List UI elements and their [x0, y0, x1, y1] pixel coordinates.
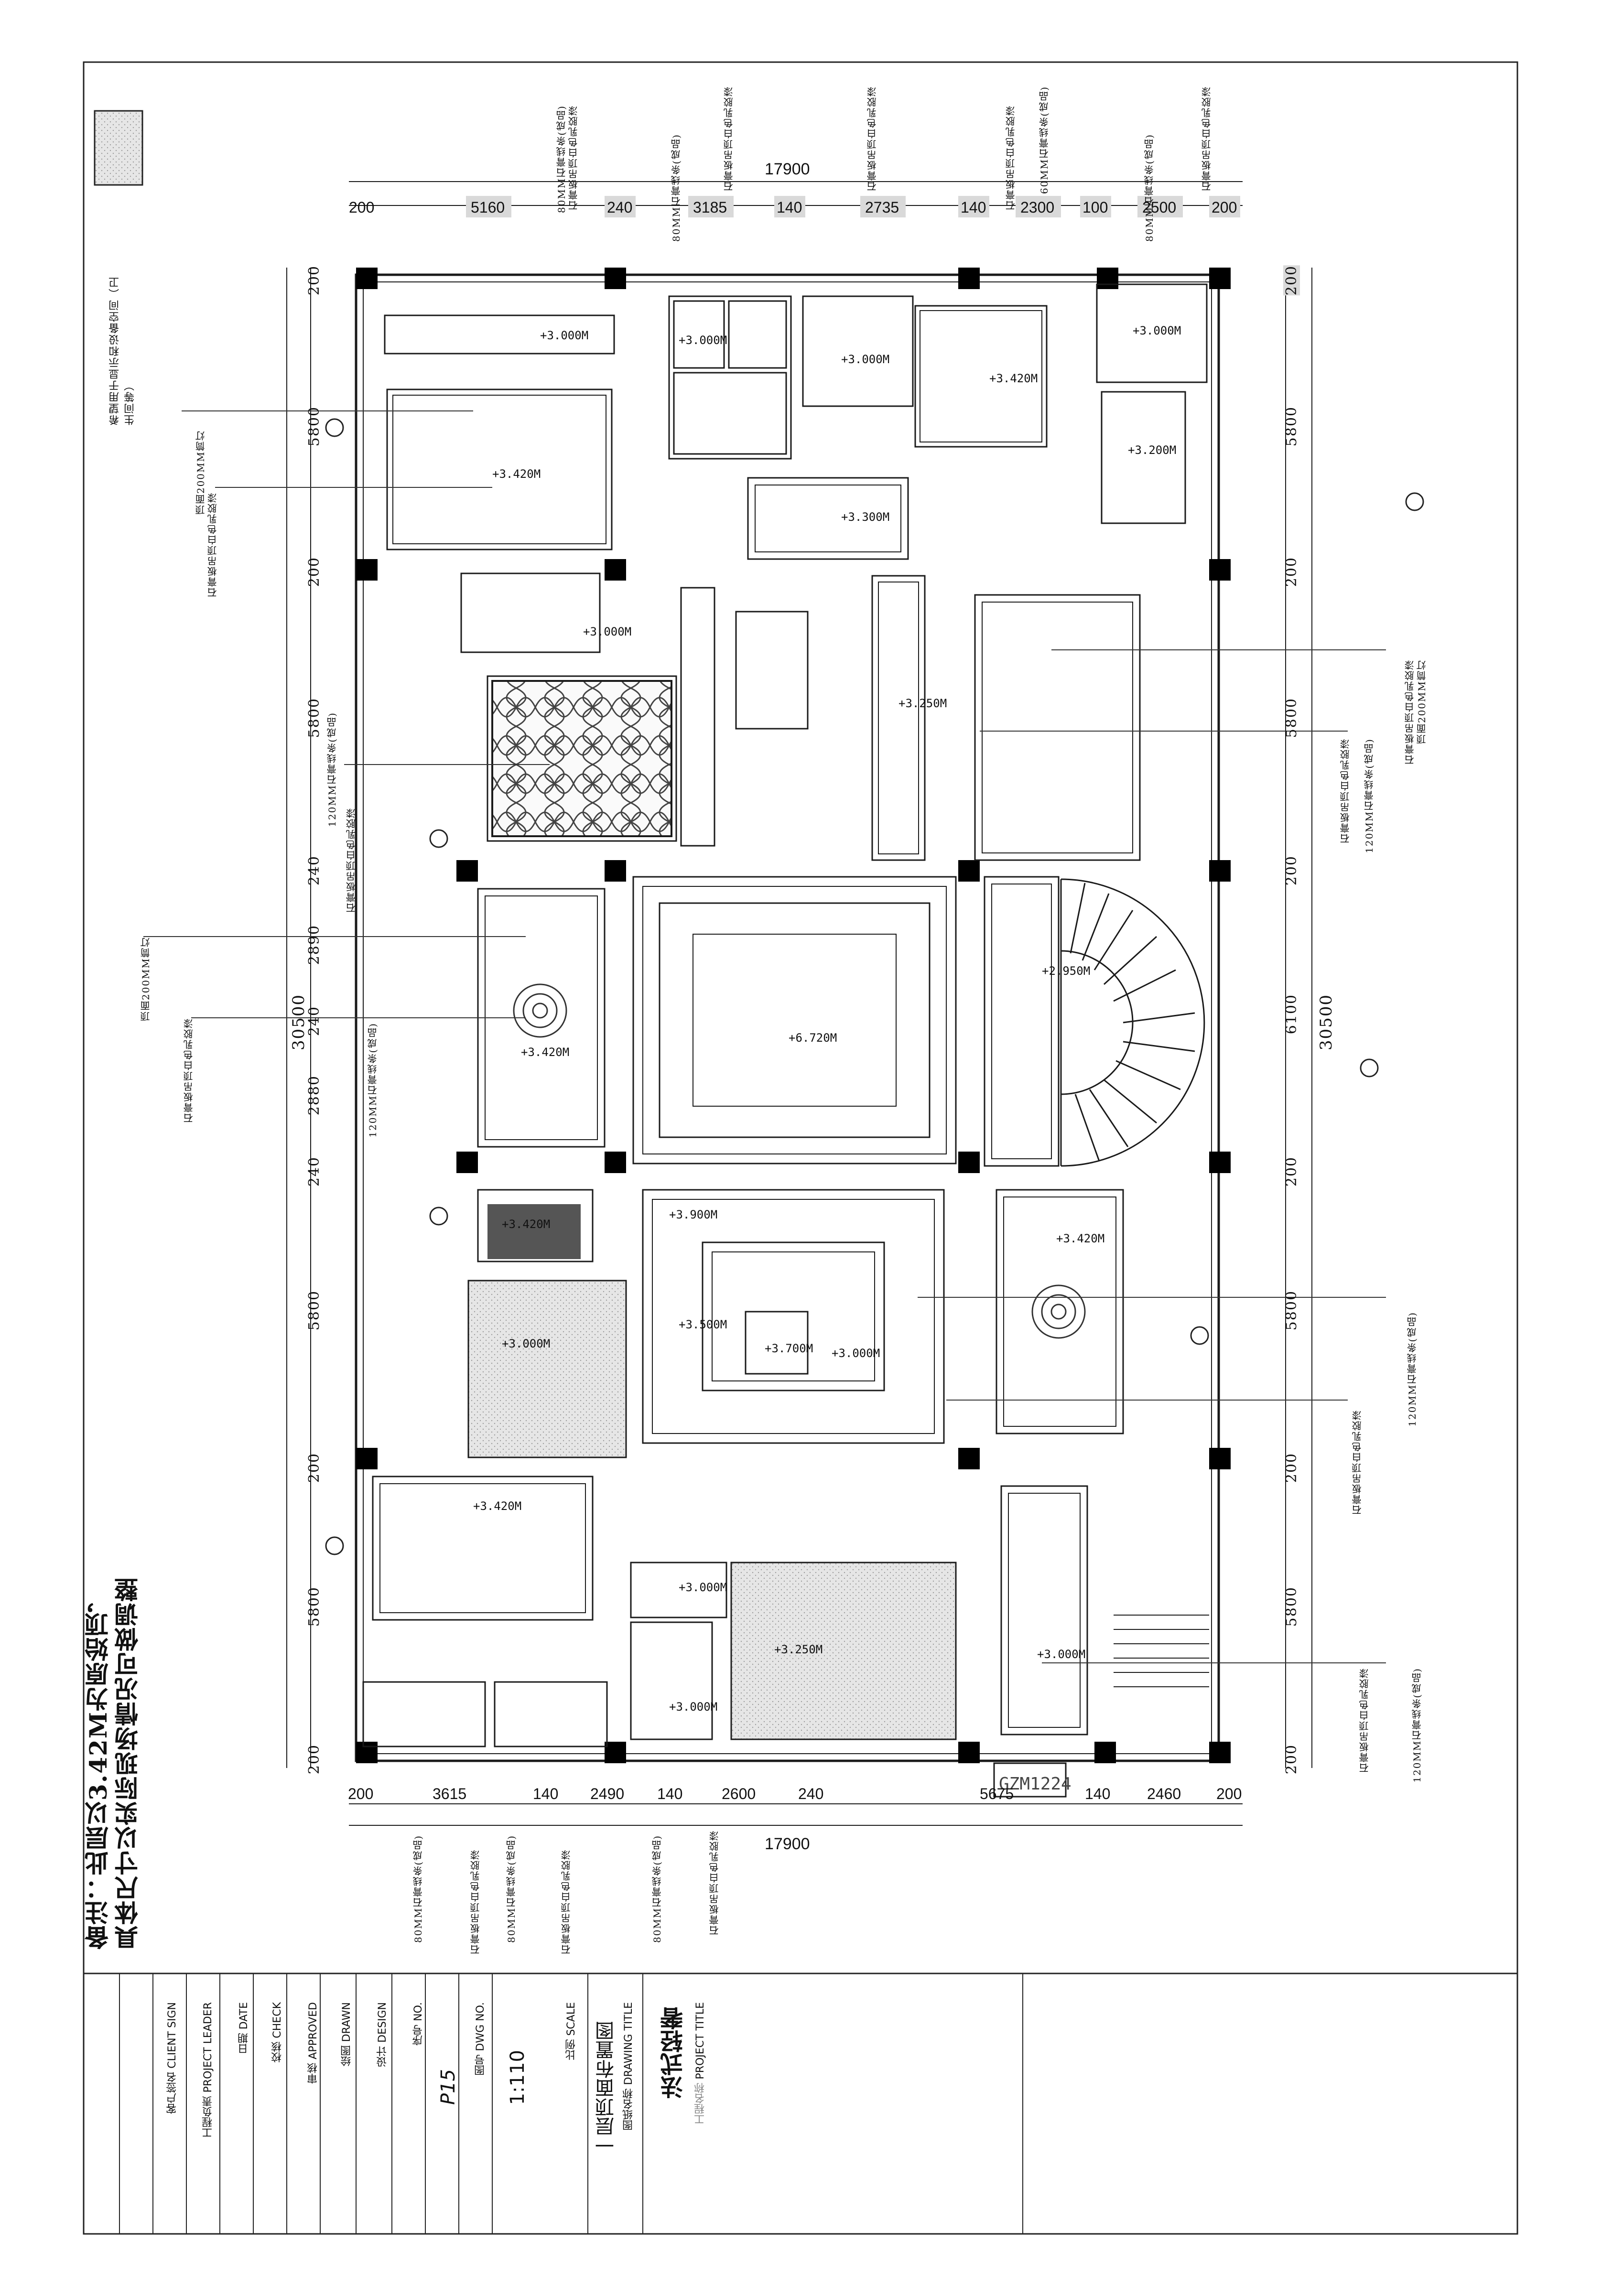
level-mark: +3.000M [1133, 324, 1181, 337]
dim-bottom-seg: 140 [657, 1785, 682, 1802]
dim-bottom-seg: 140 [1085, 1785, 1110, 1802]
ceiling-panels [362, 283, 1209, 1747]
level-mark: +3.250M [774, 1643, 823, 1656]
tb-dwg-label: 图号 DWG NO. [475, 2002, 487, 2076]
level-mark: +3.700M [765, 1342, 813, 1355]
ceiling-rosette-1 [513, 983, 567, 1038]
tb-drawing-label: 图纸名称 DRAWING TITLE [623, 2002, 635, 2131]
level-mark: +3.900M [669, 1208, 717, 1221]
tb-leader-label: 工程负责 PROJECT LEADER [202, 2002, 214, 2138]
dim-bottom-seg: 200 [1216, 1785, 1242, 1802]
level-mark: +3.000M [1037, 1648, 1085, 1661]
level-mark: +3.420M [1056, 1232, 1104, 1245]
dim-bottom-seg: 240 [798, 1785, 823, 1802]
level-mark: +3.000M [540, 329, 588, 342]
entry-door [993, 1762, 1067, 1798]
section-markers [325, 418, 1424, 1555]
level-mark: +3.420M [492, 467, 541, 481]
dim-top-seg: 3185 [693, 199, 727, 216]
tb-date-label: 日期 DATE [238, 2002, 250, 2054]
tb-design-label: 设计 DESIGN [377, 2002, 389, 2067]
structural-columns [356, 268, 1231, 1763]
level-mark: +3.000M [832, 1347, 880, 1360]
level-mark: +3.420M [473, 1499, 521, 1513]
dim-top-seg: 200 [1212, 199, 1237, 216]
dim-top-total: 17900 [765, 160, 810, 178]
door-label: GZM1224 [999, 1774, 1072, 1794]
tb-drawn-label: 绘图 DRAWN [341, 2002, 353, 2067]
dim-top-seg: 200 [349, 199, 374, 216]
dim-top-seg: 240 [607, 199, 632, 216]
dim-top-seg: 2735 [865, 199, 899, 216]
level-mark: +3.420M [521, 1046, 569, 1059]
level-mark: +3.000M [679, 1581, 727, 1594]
dim-bottom-segments: 200 3615 140 2490 140 2600 240 5675 140 … [348, 1785, 1242, 1802]
tb-approved-label: 审核 APPROVED [307, 2002, 319, 2084]
tb-scale-label: 比例 SCALE [565, 2002, 577, 2060]
hatched-area-wet-2 [730, 1562, 957, 1740]
dim-bottom-seg: 2490 [590, 1785, 624, 1802]
tb-client-label: 客户签名 CLIENT SIGN [166, 2002, 178, 2114]
spiral-stair [1060, 878, 1205, 1167]
level-mark: +6.720M [789, 1031, 837, 1045]
level-mark: +3.000M [502, 1337, 550, 1350]
level-mark: +3.300M [841, 510, 889, 524]
level-mark: +3.000M [583, 625, 631, 638]
level-mark: +3.000M [841, 353, 889, 366]
dim-top-seg: 100 [1082, 199, 1108, 216]
tb-check-label: 校核 CHECK [271, 2002, 283, 2063]
dim-bottom-seg: 2600 [722, 1785, 756, 1802]
tb-drawing-name: 一层顶面布置图 [595, 2021, 617, 2155]
level-mark: +3.420M [502, 1218, 550, 1231]
tb-project-name: 法式轻奢 [660, 2007, 687, 2099]
level-mark: +3.000M [679, 334, 727, 347]
dim-top-seg: 140 [961, 199, 986, 216]
dim-bottom-seg: 2460 [1147, 1785, 1181, 1802]
lattice-ceiling [491, 680, 672, 837]
dim-bottom-seg: 3615 [433, 1785, 466, 1802]
hatched-area-wet [467, 1280, 627, 1458]
tb-no-label: 序号 NO. [412, 2002, 424, 2046]
level-mark: +3.250M [898, 697, 947, 710]
level-markers: +3.000M +3.000M +3.420M +3.000M +3.420M … [473, 324, 1181, 1714]
level-mark: +2.950M [1042, 964, 1090, 978]
level-mark: +3.200M [1128, 443, 1176, 457]
dim-top-seg: 2300 [1020, 199, 1054, 216]
title-block [83, 1973, 1518, 2235]
tb-scale-value: 1:110 [507, 2050, 529, 2105]
level-mark: +3.500M [679, 1318, 727, 1331]
dim-top-seg: 5160 [471, 199, 505, 216]
dim-bottom-seg: 200 [348, 1785, 373, 1802]
dim-bottom-total: 17900 [765, 1835, 810, 1853]
leader-lines [143, 410, 1386, 1663]
tb-dwg-value: P15 [437, 2069, 459, 2105]
dim-top-seg: 2500 [1142, 199, 1176, 216]
dim-top-seg: 140 [777, 199, 802, 216]
dim-bottom-seg: 5675 [980, 1785, 1014, 1802]
legend-swatch [94, 110, 143, 186]
dim-top-segments: 200 5160 240 3185 140 2735 140 2300 100 … [349, 196, 1240, 217]
ceiling-rosette-2 [1031, 1284, 1086, 1339]
level-mark: +3.000M [669, 1700, 717, 1714]
level-mark: +3.420M [989, 372, 1038, 385]
tb-project-label: 工程名称 PROJECT TITLE [694, 2002, 706, 2125]
dim-bottom-seg: 140 [533, 1785, 558, 1802]
dark-room [487, 1204, 581, 1259]
